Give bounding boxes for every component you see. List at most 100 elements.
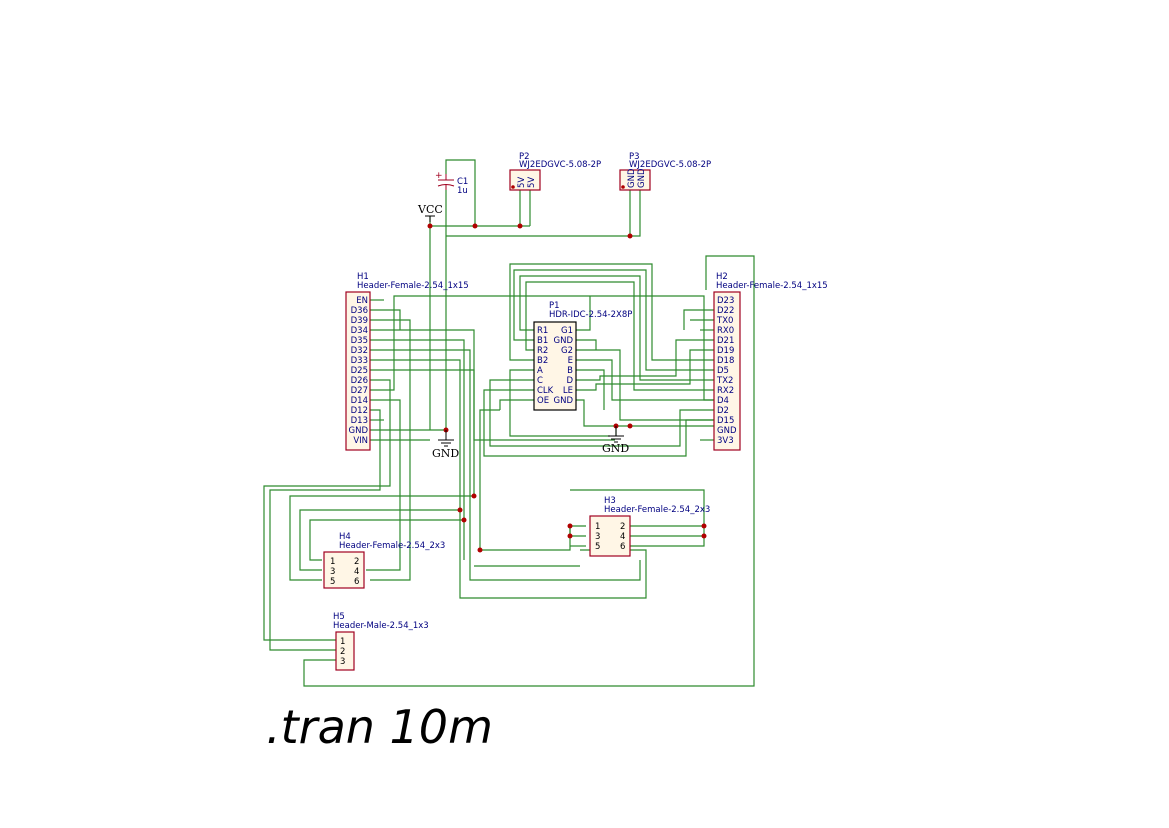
h4-pin-number: 2 (354, 557, 359, 567)
junction (427, 223, 433, 229)
header-h2: H2 Header-Female-2.54_1x15 D23D22TX0RX0D… (713, 272, 828, 451)
p1-pin-label: GND (554, 336, 574, 346)
h3-pin-number: 2 (620, 522, 625, 532)
p2-pin-2: 5V (527, 177, 537, 188)
h2-value: Header-Female-2.54_1x15 (716, 281, 828, 291)
h1-pin-label: D14 (351, 396, 368, 406)
h2-pin-label: D4 (717, 396, 729, 406)
h2-ref: H2 (716, 272, 728, 282)
junction (472, 223, 478, 229)
h5-value: Header-Male-2.54_1x3 (333, 621, 429, 631)
junction (517, 223, 523, 229)
h4-ref: H4 (339, 532, 351, 542)
p1-pin-label: D (566, 376, 573, 386)
p2-pin-1: 5V (517, 177, 527, 188)
header-h5: H5 Header-Male-2.54_1x3 123 (333, 612, 429, 671)
h3-pin-number: 6 (620, 542, 625, 552)
h1-value: Header-Female-2.54_1x15 (357, 281, 469, 291)
gnd-label-right: GND (602, 442, 629, 455)
h4-pin-number: 6 (354, 577, 359, 587)
wires (263, 159, 755, 687)
junction (567, 523, 573, 529)
p1-pin-label: CLK (537, 386, 554, 396)
h3-pin-number: 3 (595, 532, 600, 542)
p1-pin-label: A (537, 366, 543, 376)
junction (701, 523, 707, 529)
h1-pin-label: D27 (351, 386, 368, 396)
h2-pin-label: D23 (717, 296, 734, 306)
p2-ref: P2 (519, 152, 530, 162)
capacitor-c1: + C1 1u (435, 171, 468, 196)
p3-ref: P3 (629, 152, 640, 162)
junction (471, 493, 477, 499)
header-h1: H1 Header-Female-2.54_1x15 END36D39D34D3… (345, 272, 469, 451)
p1-pin-label: OE (537, 396, 549, 406)
h1-pin-label: EN (356, 296, 368, 306)
junction (701, 533, 707, 539)
c1-ref: C1 (457, 177, 468, 187)
p1-pin-label: B2 (537, 356, 548, 366)
vcc-label: VCC (417, 203, 443, 216)
h3-pin-number: 4 (620, 532, 625, 542)
h1-pin-label: D32 (351, 346, 368, 356)
p3-pin-2: GND (637, 168, 647, 188)
c1-value: 1u (457, 186, 468, 196)
h5-ref: H5 (333, 612, 345, 622)
h2-pin-label: D19 (717, 346, 734, 356)
h1-pin-label: D34 (351, 326, 368, 336)
h2-pin-label: RX0 (717, 326, 734, 336)
h2-pin-label: D15 (717, 416, 734, 426)
connector-p2: P2 WJ2EDGVC-5.08-2P 5V 5V (509, 152, 601, 191)
p3-value: WJ2EDGVC-5.08-2P (629, 160, 711, 170)
h4-pin-number: 5 (330, 577, 335, 587)
h3-pin-number: 1 (595, 522, 600, 532)
h1-pin-label: D39 (351, 316, 368, 326)
h2-pin-label: TX0 (716, 316, 733, 326)
h1-pin-label: D12 (351, 406, 368, 416)
h2-pin-label: TX2 (716, 376, 733, 386)
p1-pin-label: LE (563, 386, 573, 396)
p1-pin-label: G1 (561, 326, 573, 336)
junction (627, 233, 633, 239)
p1-pin-label: C (537, 376, 543, 386)
h2-pin-label: D22 (717, 306, 734, 316)
vcc-symbol: VCC (417, 203, 443, 222)
h3-pin-number: 5 (595, 542, 600, 552)
junction (567, 533, 573, 539)
h1-pin-label: D13 (351, 416, 368, 426)
p1-pin-label: GND (554, 396, 574, 406)
h2-pin-label: GND (717, 426, 737, 436)
h2-pin-label: D5 (717, 366, 729, 376)
junction (627, 423, 633, 429)
svg-text:+: + (435, 171, 443, 181)
gnd-symbol-left: GND (432, 430, 459, 460)
h1-pin-label: GND (349, 426, 369, 436)
h2-pin-label: D2 (717, 406, 729, 416)
junction (457, 507, 463, 513)
gnd-label-left: GND (432, 447, 459, 460)
h4-pin-number: 3 (330, 567, 335, 577)
h1-pin-label: D35 (351, 336, 368, 346)
h1-pin-label: VIN (353, 436, 368, 446)
p1-pin-label: R2 (537, 346, 548, 356)
junction (477, 547, 483, 553)
p1-value: HDR-IDC-2.54-2X8P (549, 310, 632, 320)
h4-pin-number: 4 (354, 567, 359, 577)
p3-pin-1: GND (627, 168, 637, 188)
h2-pin-label: D21 (717, 336, 734, 346)
h1-pin-label: D36 (351, 306, 368, 316)
p2-value: WJ2EDGVC-5.08-2P (519, 160, 601, 170)
h1-pin-label: D26 (351, 376, 368, 386)
h1-pin-label: D25 (351, 366, 368, 376)
h3-value: Header-Female-2.54_2x3 (604, 505, 710, 515)
h4-value: Header-Female-2.54_2x3 (339, 541, 445, 551)
h2-pin-label: RX2 (717, 386, 734, 396)
h5-pin-number: 3 (340, 657, 345, 667)
h5-pin-number: 2 (340, 647, 345, 657)
h5-pin-number: 1 (340, 637, 345, 647)
p1-pin-label: R1 (537, 326, 548, 336)
junction (461, 517, 467, 523)
p1-ref: P1 (549, 301, 560, 311)
